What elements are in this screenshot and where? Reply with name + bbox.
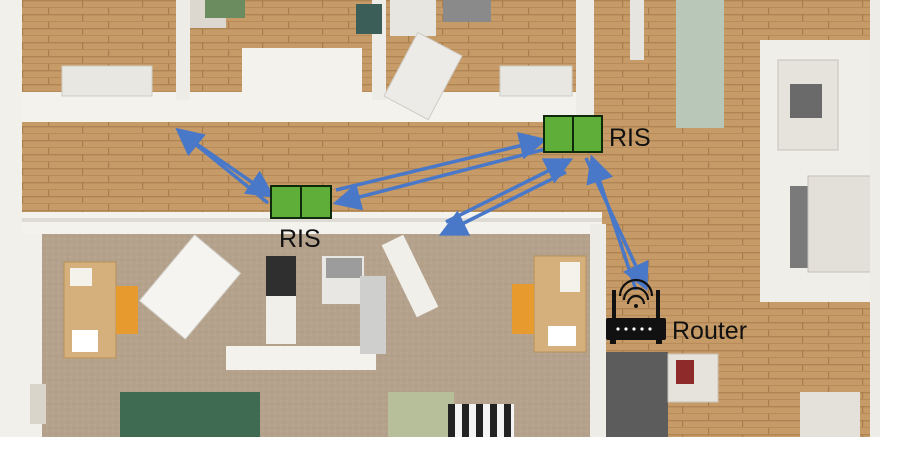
- ris-panel-icon: [270, 185, 332, 219]
- router-label: Router: [672, 317, 747, 345]
- ris-left-cell-b: [300, 185, 332, 219]
- ris-left-cell-a: [270, 185, 302, 219]
- ris-left-label: RIS: [279, 225, 321, 253]
- arrow-ris-right-to-ris-left: [332, 147, 547, 211]
- ris-panel-icon: [543, 115, 603, 153]
- arrow-ris-right-to-room: [438, 170, 567, 236]
- ris-right-label: RIS: [609, 124, 651, 152]
- ris-right-cell-a: [543, 115, 574, 153]
- wifi-router-icon: [606, 278, 666, 344]
- arrow-router-to-ris-right: [586, 154, 638, 291]
- signal-paths: [175, 127, 649, 292]
- ris-right-cell-b: [572, 115, 603, 153]
- arrow-ris-left-to-ris-right: [335, 132, 548, 192]
- arrow-ris-left-to-corner: [175, 127, 270, 205]
